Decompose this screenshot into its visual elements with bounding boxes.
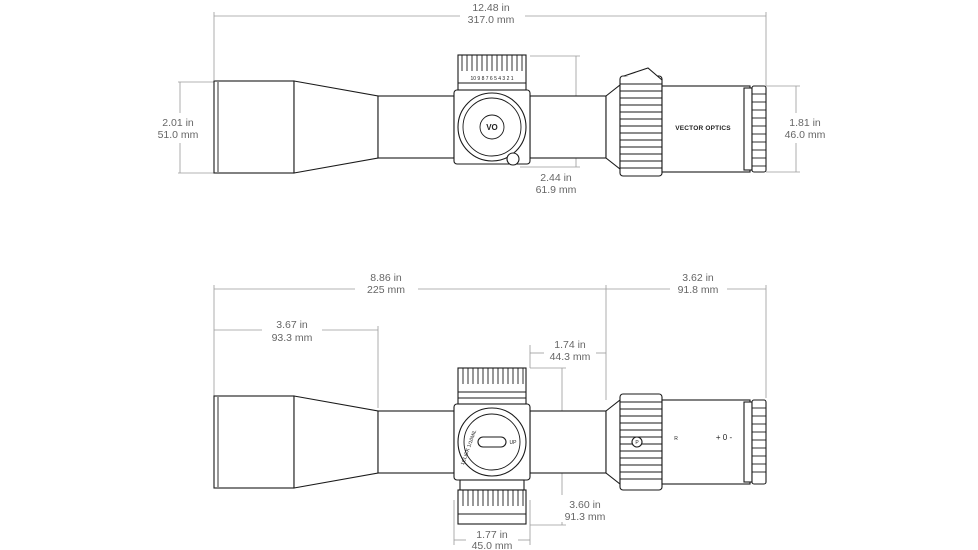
eyepiece-diameter-mm: 46.0 mm [785,129,826,141]
mount-length-in: 8.86 in [370,272,402,284]
side-diopter-ring[interactable] [751,399,767,485]
turret-vertical-mm: 91.3 mm [565,511,606,523]
side-bottom-turret[interactable] [457,489,527,525]
r-label: R [674,436,678,442]
side-objective-taper [293,395,379,489]
mount-length-mm: 225 mm [367,284,405,296]
eyepiece-ring [743,87,753,171]
side-power-ring-ribs [620,401,662,480]
side-main-tube-front [377,410,455,474]
side-eyepiece-ring [743,401,753,483]
brand-text: VECTOR OPTICS [675,125,731,132]
erector-taper [605,83,621,171]
turret-knurl [461,55,523,71]
side-diopter-ribs [752,407,766,473]
battery-cap [506,152,520,166]
overall-length-in: 12.48 in [472,2,510,14]
side-eyepiece-body [661,399,751,485]
parallax-icon [631,436,643,448]
eye-relief-mm: 91.8 mm [678,284,719,296]
objective-diameter-mm: 51.0 mm [158,129,199,141]
side-bottom-knurl [462,490,524,506]
main-tube-front [377,95,455,159]
diopter-ring[interactable] [751,85,767,173]
side-view-scope: 8.86 in 225 mm 3.62 in 91.8 mm 3.67 in 9… [213,272,767,550]
objective-diameter-in: 2.01 in [162,117,194,129]
turret-height-mm: 61.9 mm [536,184,577,196]
overall-length-mm: 317.0 mm [468,14,515,26]
logo-circle [479,114,505,140]
turret-height-in: 2.44 in [540,172,572,184]
objective-to-turret-mm: 93.3 mm [272,332,313,344]
windage-turret-dial[interactable] [457,92,527,162]
eyepiece-diameter-in: 1.81 in [789,117,821,129]
side-elevation-knurl [462,368,524,384]
diopter-ribs [752,93,766,167]
power-lever[interactable] [623,67,663,81]
eye-relief-in: 3.62 in [682,272,714,284]
power-ring-ribs [620,83,662,169]
turret-width-mm: 45.0 mm [472,540,513,550]
focus-marks: + 0 - [716,433,733,442]
eyepiece-body [661,85,751,173]
objective-to-turret-in: 3.67 in [276,319,308,331]
vo-logo: VO [486,123,498,132]
up-label: UP [510,440,518,446]
turret-spacing-in: 1.74 in [554,339,586,351]
side-main-tube-rear [529,410,607,474]
dial-slot [477,436,507,448]
turret-vertical-in: 3.60 in [569,499,601,511]
objective-taper [293,80,379,174]
objective-bell [213,80,295,174]
turret-numbers: 10 9 8 7 6 5 4 3 2 1 [470,76,513,82]
bottom-turret-base [459,479,525,491]
side-objective-bell [213,395,295,489]
turret-width-in: 1.77 in [476,529,508,541]
parallax-label: P [635,440,639,446]
main-tube-rear [529,95,607,159]
turret-spacing-mm: 44.3 mm [550,351,591,363]
top-view-scope: 12.48 in 317.0 mm 2.01 in 51.0 mm 1.81 i… [158,2,826,196]
side-erector-taper [605,398,621,486]
